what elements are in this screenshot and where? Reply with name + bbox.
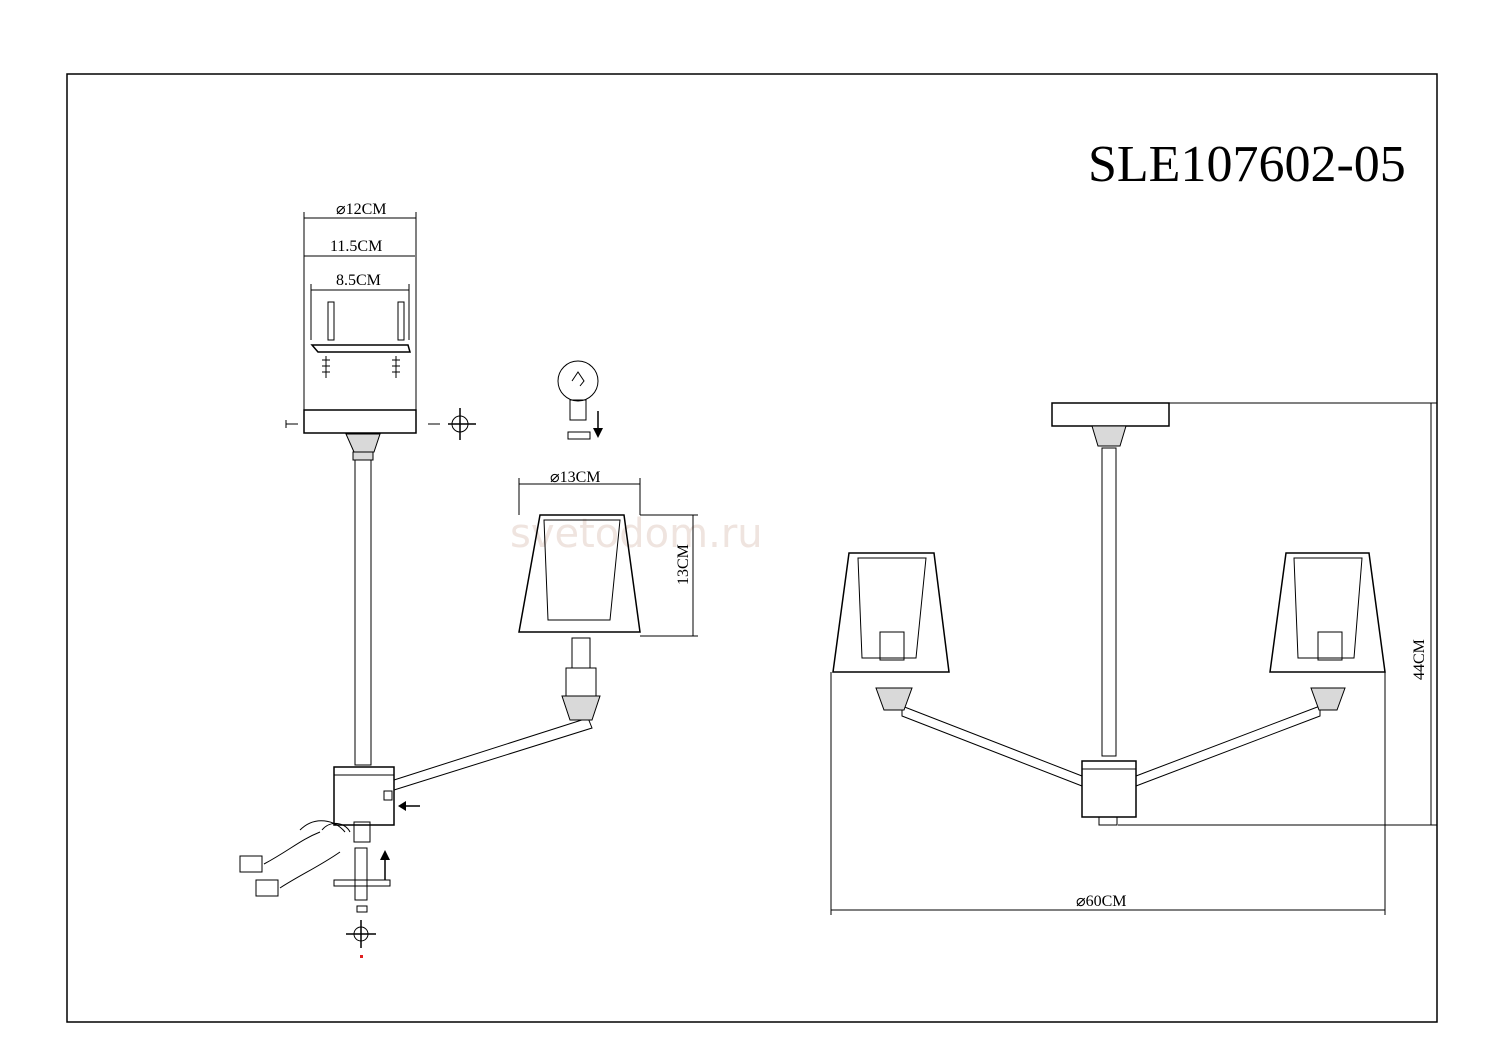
bracket-holes-label: 8.5CM — [336, 272, 381, 289]
bulb-and-shade-detail — [518, 360, 698, 637]
shade-diameter-label: ⌀13CM — [550, 469, 601, 486]
total-diameter-label: ⌀60CM — [1076, 893, 1127, 910]
model-title: SLE107602-05 — [1088, 136, 1406, 193]
assembled-fixture — [830, 402, 1437, 915]
watermark: svetodom.ru — [510, 511, 763, 557]
shade-height-label: 13CM — [675, 544, 692, 585]
total-height-label: 44CM — [1411, 639, 1428, 680]
canopy-inner-label: 11.5CM — [330, 238, 382, 255]
drawing-frame — [66, 73, 1438, 1023]
canopy-diameter-label: ⌀12CM — [336, 201, 387, 218]
canopy-mounting-detail — [239, 212, 601, 958]
